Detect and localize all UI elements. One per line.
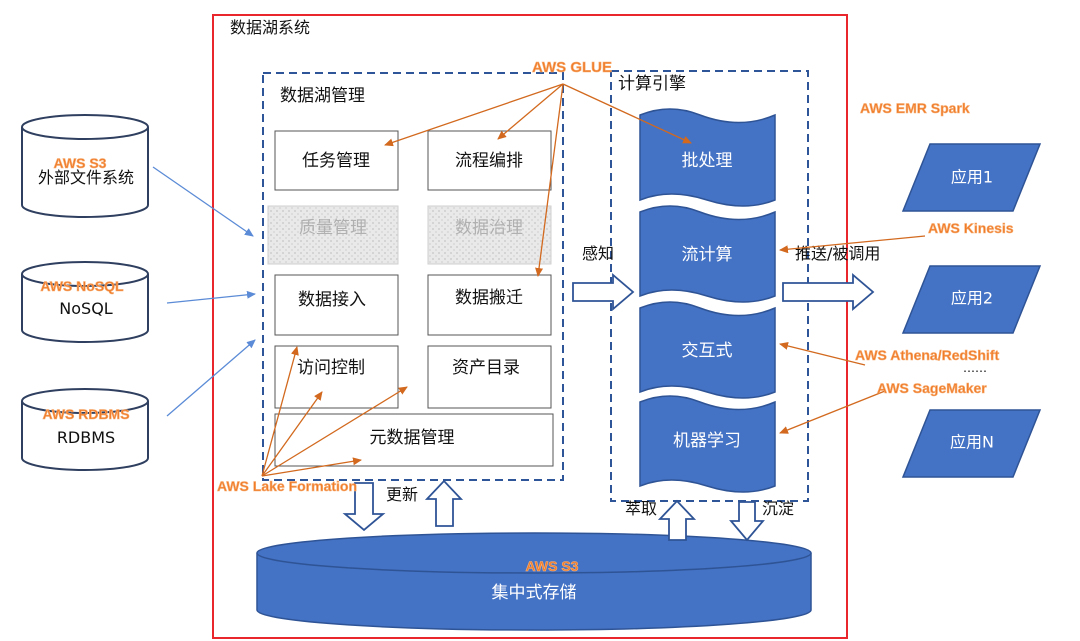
aws-glue-label: AWS GLUE	[532, 59, 612, 76]
lf-arrow-catalog	[261, 386, 408, 477]
management-panel	[262, 72, 564, 481]
svg-text:流程编排: 流程编排	[455, 151, 523, 171]
svg-text:外部文件系统: 外部文件系统	[38, 168, 134, 187]
svg-text:AWS RDBMS: AWS RDBMS	[42, 406, 129, 422]
mgmt-box-catalog: 资产目录	[427, 345, 552, 409]
label-push: 推送/被调用	[795, 244, 880, 263]
compute-stream: 流计算	[639, 205, 776, 303]
lf-arrow-access-bottom	[261, 391, 323, 477]
kinesis-arrow	[779, 235, 926, 254]
lf-arrow-metadata	[261, 457, 362, 477]
label-update: 更新	[386, 485, 418, 504]
source-filesystem: 外部文件系统 AWS S3	[21, 114, 149, 218]
svg-text:RDBMS: RDBMS	[57, 428, 115, 447]
mgmt-box-quality: 质量管理	[267, 205, 399, 265]
aws-sagemaker-label: AWS SageMaker	[877, 380, 987, 396]
mgmt-box-access: 访问控制	[274, 345, 399, 409]
svg-text:数据搬迁: 数据搬迁	[455, 288, 523, 308]
mgmt-box-migration: 数据搬迁	[427, 274, 552, 336]
source-nosql: NoSQL AWS NoSQL	[21, 261, 149, 343]
svg-text:NoSQL: NoSQL	[59, 299, 113, 318]
svg-text:流计算: 流计算	[682, 245, 733, 265]
svg-text:访问控制: 访问控制	[297, 358, 365, 378]
svg-text:机器学习: 机器学习	[673, 431, 741, 451]
mgmt-box-ingestion: 数据接入	[274, 274, 399, 336]
svg-text:应用2: 应用2	[951, 289, 993, 308]
svg-text:集中式存储: 集中式存储	[492, 583, 577, 603]
svg-text:质量管理: 质量管理	[299, 218, 367, 238]
svg-text:数据治理: 数据治理	[455, 218, 523, 238]
compute-title: 计算引擎	[618, 74, 686, 94]
svg-text:元数据管理: 元数据管理	[370, 428, 455, 448]
mgmt-box-metadata: 元数据管理	[274, 413, 554, 467]
arrow-filesystem-to-management	[152, 166, 254, 237]
arrow-push	[782, 273, 875, 311]
arrow-rdbms-to-management	[166, 339, 256, 417]
svg-text:应用1: 应用1	[951, 168, 993, 187]
sagemaker-arrow	[779, 390, 886, 434]
arrow-deposit-down	[729, 501, 765, 542]
svg-text:AWS NoSQL: AWS NoSQL	[40, 278, 124, 294]
app-1: 应用1	[901, 143, 1042, 212]
mgmt-box-governance: 数据治理	[427, 205, 552, 265]
mgmt-box-task: 任务管理	[274, 130, 399, 191]
compute-ml: 机器学习	[639, 395, 776, 493]
svg-text:交互式: 交互式	[682, 341, 733, 361]
central-storage: 集中式存储 AWS S3	[256, 532, 812, 631]
aws-kinesis-label: AWS Kinesis	[928, 220, 1014, 236]
management-title: 数据湖管理	[280, 86, 365, 106]
svg-text:批处理: 批处理	[682, 151, 733, 171]
compute-panel	[610, 70, 809, 502]
system-title: 数据湖系统	[230, 18, 310, 37]
glue-arrow-task	[384, 83, 564, 147]
athena-arrow	[779, 342, 866, 366]
arrow-extract-up	[657, 499, 697, 541]
aws-emr-label: AWS EMR Spark	[860, 100, 970, 116]
arrow-update-up	[424, 479, 464, 527]
svg-text:任务管理: 任务管理	[302, 151, 370, 171]
aws-lake-formation-label: AWS Lake Formation	[217, 478, 357, 494]
arrow-down-to-storage	[342, 482, 386, 532]
apps-ellipsis: ……	[963, 361, 987, 375]
svg-text:资产目录: 资产目录	[452, 358, 520, 378]
compute-batch: 批处理	[639, 108, 776, 207]
app-2: 应用2	[901, 265, 1042, 334]
glue-arrow-migration	[535, 83, 564, 277]
source-rdbms: RDBMS AWS RDBMS	[21, 388, 149, 471]
svg-text:数据接入: 数据接入	[298, 290, 366, 310]
svg-text:AWS S3: AWS S3	[526, 558, 579, 574]
glue-arrow-orchestration	[497, 83, 564, 140]
compute-interactive: 交互式	[639, 301, 776, 399]
label-deposit: 沉淀	[762, 499, 794, 518]
aws-athena-label: AWS Athena/RedShift	[855, 347, 999, 363]
arrow-nosql-to-management	[166, 290, 256, 304]
label-extract: 萃取	[625, 499, 657, 518]
svg-text:应用N: 应用N	[950, 433, 994, 452]
glue-arrow-batch	[562, 83, 692, 144]
mgmt-box-orchestration: 流程编排	[427, 130, 552, 191]
svg-text:AWS S3: AWS S3	[54, 155, 107, 171]
arrow-perceive	[572, 273, 635, 311]
label-perceive: 感知	[582, 244, 614, 263]
app-n: 应用N	[901, 409, 1042, 478]
lf-arrow-access	[261, 346, 299, 477]
system-frame	[212, 14, 848, 639]
